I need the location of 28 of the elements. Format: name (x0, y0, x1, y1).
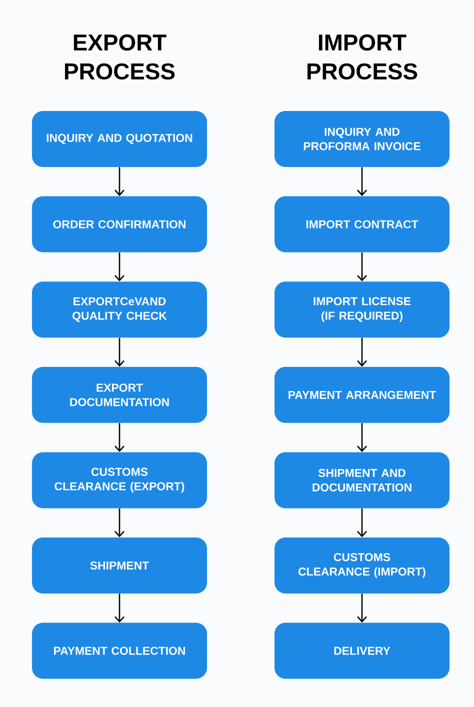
process-box: DELIVERY (274, 622, 450, 679)
process-box: ORDER CONFIRMATION (32, 196, 207, 252)
process-box: INQUIRY AND QUOTATION (32, 111, 207, 167)
arrow (357, 423, 367, 452)
process-box: INQUIRY AND PROFORMA INVOICE (274, 111, 450, 167)
process-box: CUSTOMS CLEARANCE (EXPORT) (32, 452, 207, 508)
arrow (357, 252, 367, 282)
process-box: IMPORT LICENSE (IF REQUIRED) (274, 282, 450, 338)
arrow (114, 338, 124, 367)
process-box: PAYMENT ARRANGEMENT (274, 366, 450, 423)
process-box: EXPORTCeVAND QUALITY CHECK (32, 282, 207, 338)
arrow (114, 594, 124, 623)
arrow (114, 252, 124, 282)
arrow (357, 594, 367, 623)
process-box: EXPORT DOCUMENTATION (32, 366, 207, 423)
process-box: SHIPMENT (32, 538, 207, 594)
process-box: SHIPMENT AND DOCUMENTATION (274, 452, 450, 508)
process-box: PAYMENT COLLECTION (32, 622, 207, 679)
process-box: IMPORT CONTRACT (274, 196, 450, 252)
arrow (357, 167, 367, 196)
arrow (114, 423, 124, 452)
process-box: CUSTOMS CLEARANCE (IMPORT) (274, 538, 450, 594)
column-title: IMPORT PROCESS (308, 34, 418, 80)
arrow (357, 338, 367, 367)
arrow (114, 167, 124, 196)
column-title: EXPORT PROCESS (65, 34, 175, 80)
arrow (357, 508, 367, 538)
arrow (114, 508, 124, 538)
